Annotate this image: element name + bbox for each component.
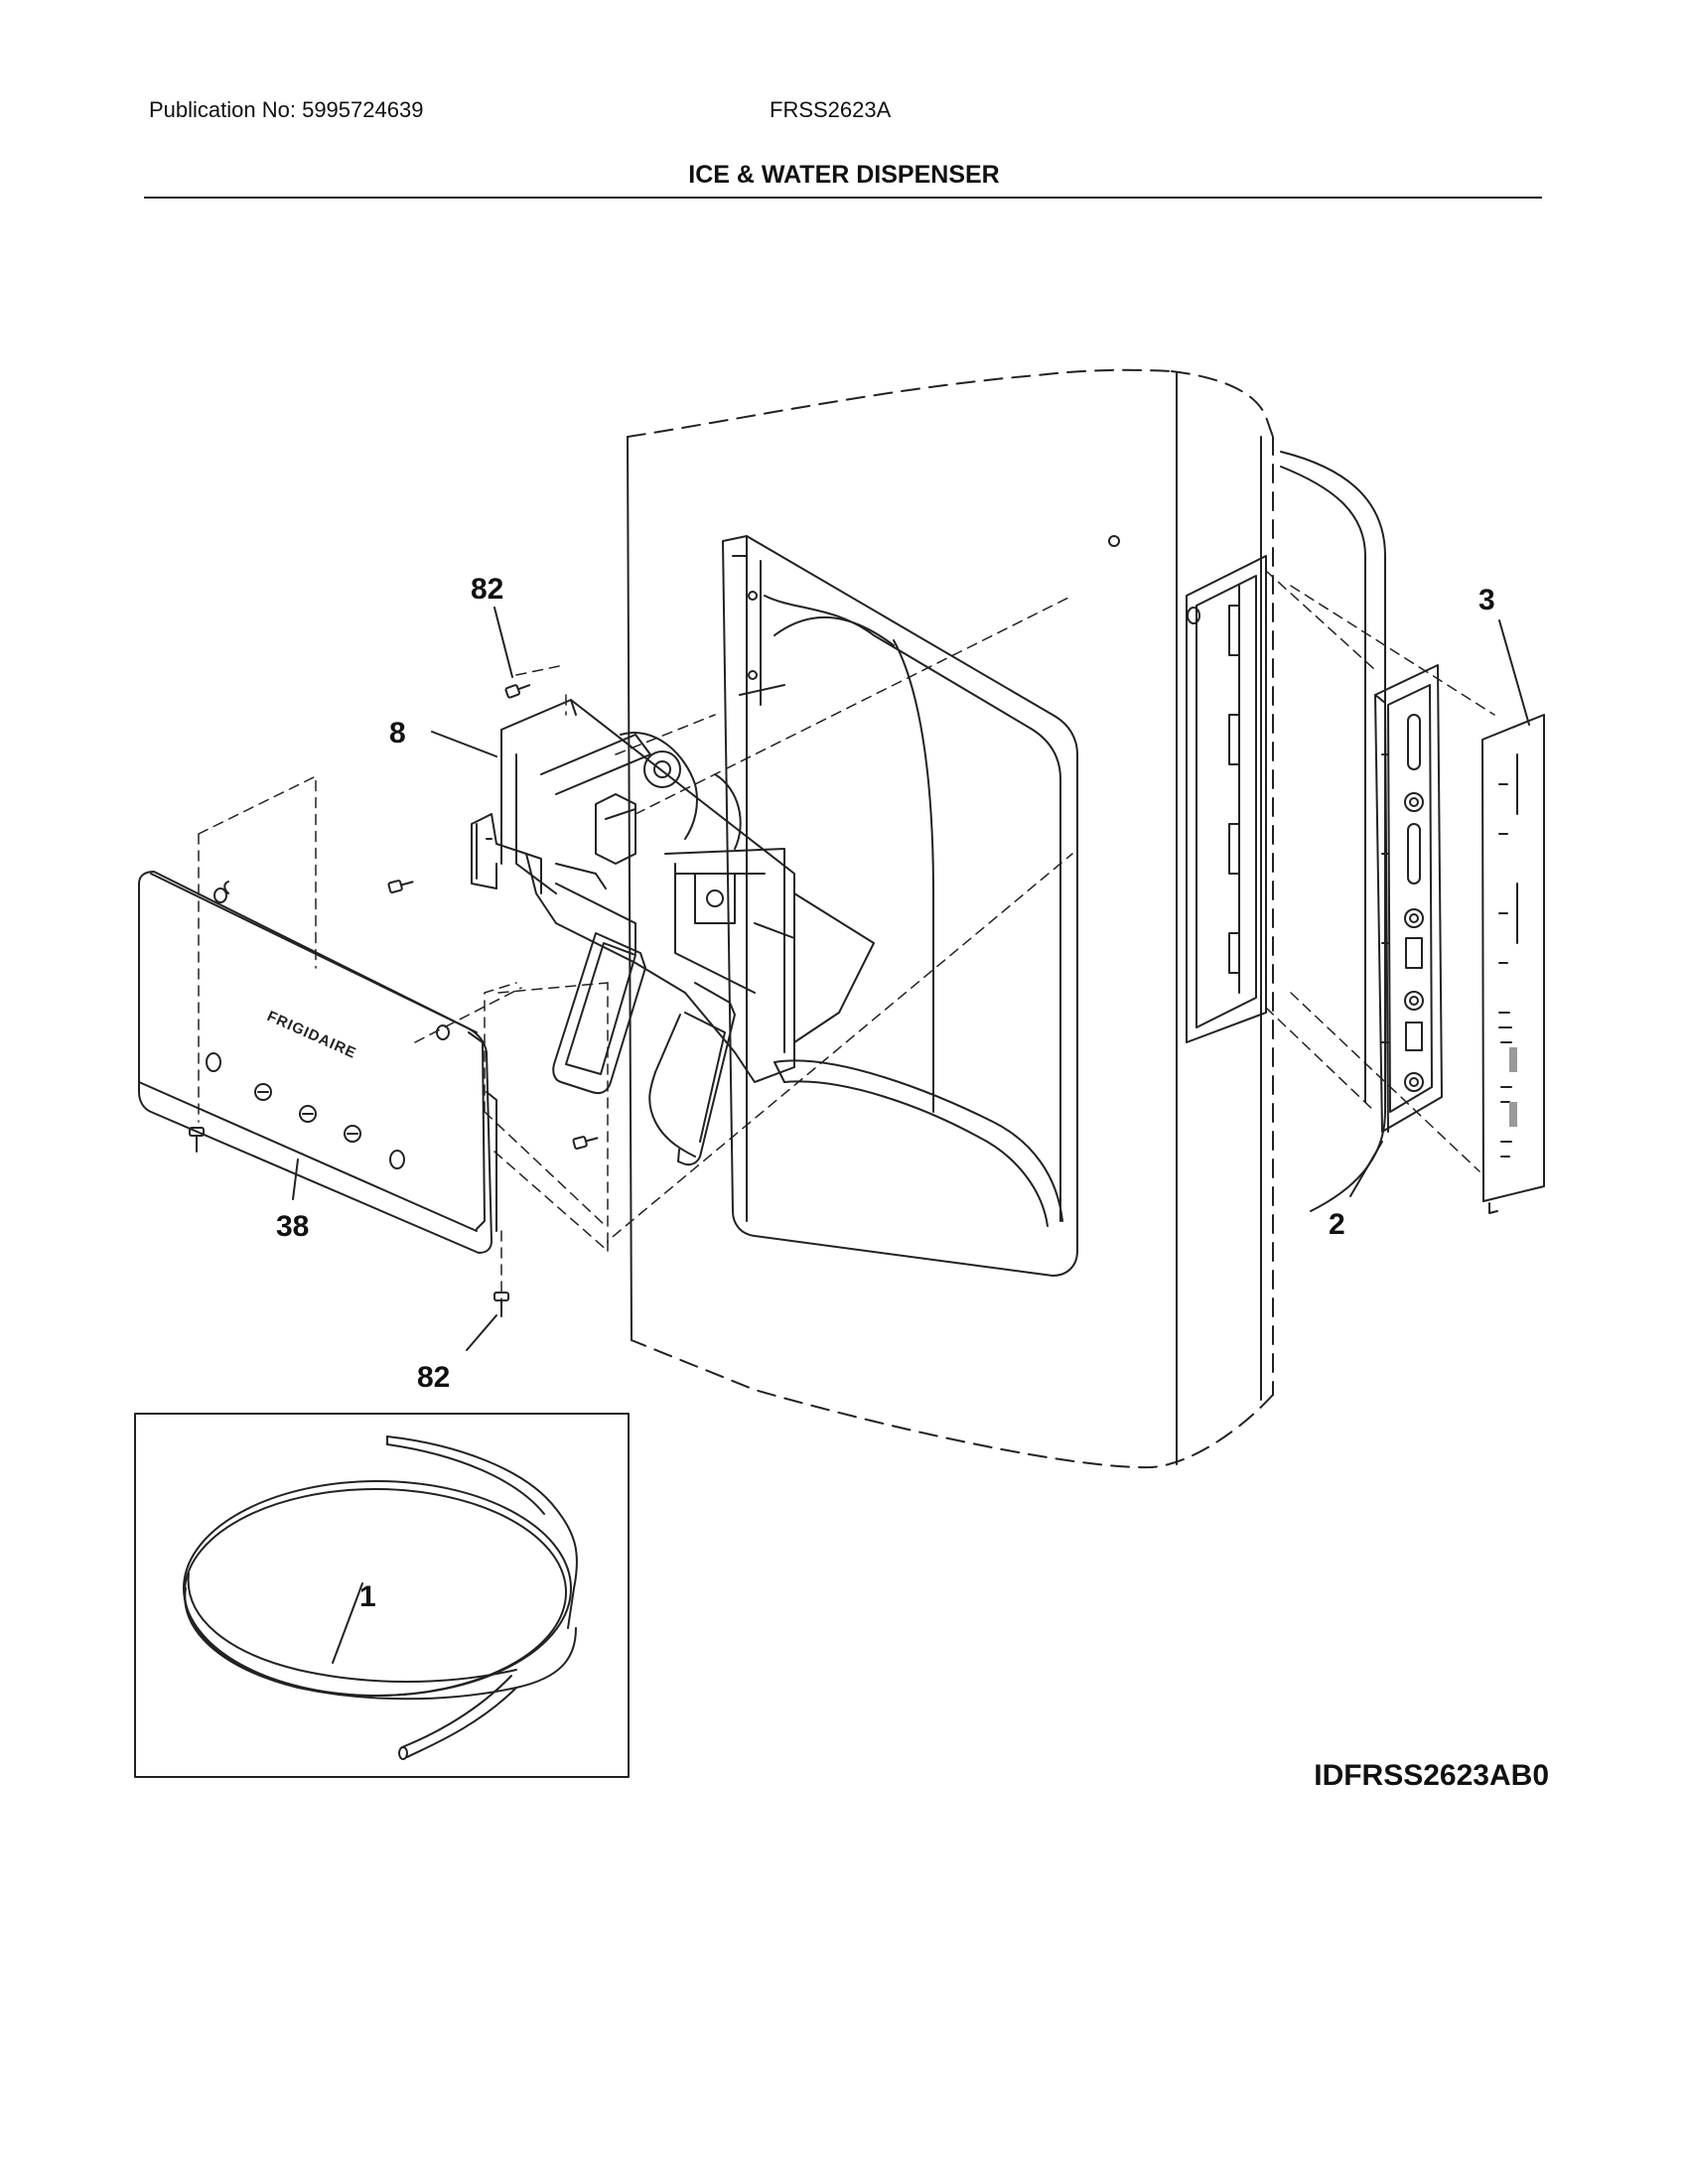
dispenser-cover [138, 871, 497, 1254]
dispenser-paddles [552, 932, 736, 1166]
title-rule [144, 197, 1542, 199]
diagram-id: IDFRSS2623AB0 [1314, 1759, 1549, 1792]
dispenser-bracket [471, 699, 875, 1083]
callout-2: 2 [1329, 1208, 1345, 1241]
control-overlay [1481, 714, 1545, 1214]
door-outline [627, 368, 1386, 1469]
callout-3: 3 [1478, 584, 1495, 616]
publication-number: Publication No: 5995724639 [149, 97, 424, 122]
screws [189, 684, 599, 1317]
model-number: FRSS2623A [770, 97, 892, 122]
callout-82-top: 82 [471, 573, 503, 606]
water-tubing [183, 1435, 578, 1760]
control-board [1374, 664, 1443, 1133]
assembly-guides [198, 570, 1495, 1306]
callout-leaders [292, 607, 1530, 1664]
callout-82-bottom: 82 [417, 1361, 450, 1394]
cover-brand: FRIGIDAIRE [264, 1008, 358, 1062]
callout-38: 38 [276, 1210, 309, 1243]
page-title: ICE & WATER DISPENSER [688, 161, 1000, 189]
dispenser-cavity [722, 535, 1078, 1277]
control-pocket [1186, 555, 1267, 1043]
tubing-inset-frame [134, 1413, 630, 1778]
callout-1: 1 [359, 1580, 376, 1613]
callout-8: 8 [389, 717, 406, 750]
